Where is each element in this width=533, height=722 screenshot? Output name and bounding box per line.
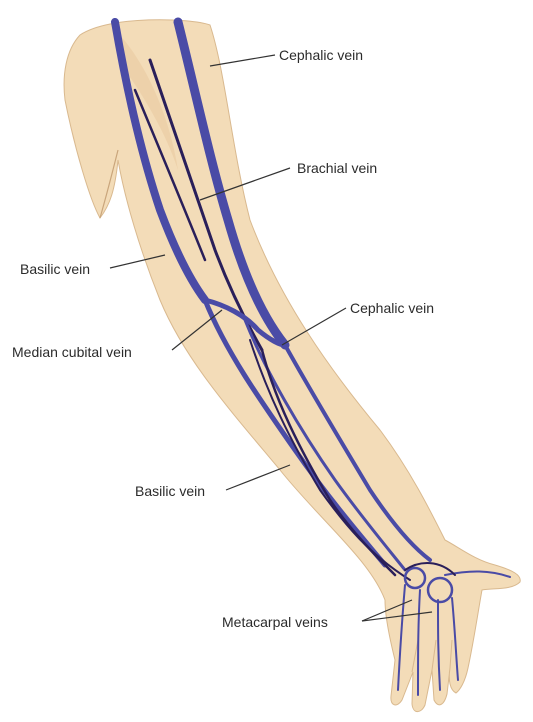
- label-median-cubital-vein: Median cubital vein: [12, 344, 132, 360]
- label-basilic-vein-upper: Basilic vein: [20, 261, 90, 277]
- leader-cephalic-upper: [210, 55, 275, 66]
- label-metacarpal-veins: Metacarpal veins: [222, 614, 328, 630]
- label-brachial-vein: Brachial vein: [297, 160, 377, 176]
- leader-basilic-lower: [226, 465, 290, 490]
- label-cephalic-vein-lower: Cephalic vein: [350, 300, 434, 316]
- label-basilic-vein-lower: Basilic vein: [135, 483, 205, 499]
- label-cephalic-vein-upper: Cephalic vein: [279, 47, 363, 63]
